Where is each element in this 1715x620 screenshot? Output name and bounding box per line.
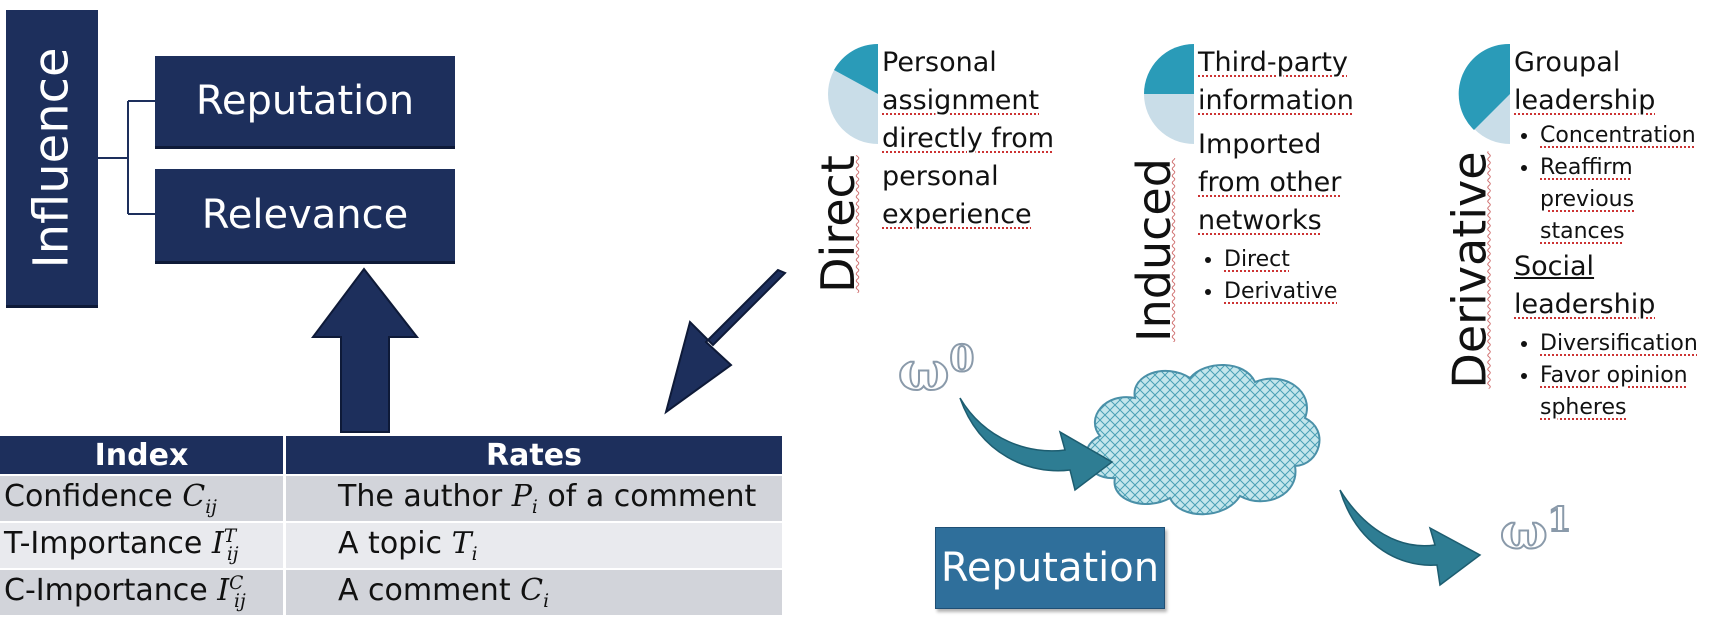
derivative-title2-line: Social <box>1514 251 1595 282</box>
omega-exponent: 0 <box>948 337 975 381</box>
index-symbol: ITij <box>211 526 239 565</box>
index-symbol: ICij <box>217 573 246 612</box>
direct-column: Personal assignment directly from person… <box>882 44 1112 234</box>
reputation-label: Reputation <box>195 78 415 124</box>
induced-title-line: information <box>1198 85 1354 116</box>
induced-bullets: Direct Derivative <box>1198 244 1398 308</box>
rate-cell: A comment Ci <box>283 568 782 615</box>
induced-title-line: Third-party <box>1198 47 1348 78</box>
index-text: T-Importance <box>4 526 212 561</box>
derivative-title-line: leadership <box>1514 85 1656 116</box>
bullet-item: Concentration <box>1540 120 1714 152</box>
induced-line: from other <box>1198 167 1342 198</box>
direct-line: experience <box>882 199 1032 230</box>
omega-exponent: 1 <box>1547 499 1573 541</box>
derivative-column: Groupal leadership Concentration Reaffir… <box>1514 44 1714 424</box>
derivative-bullets-2: Diversification Favor opinion spheres <box>1514 328 1714 424</box>
relevance-label: Relevance <box>201 192 409 238</box>
induced-line: Imported <box>1198 129 1322 160</box>
index-symbol: Cij <box>182 479 217 518</box>
symbol: C <box>520 573 544 608</box>
derivative-pie-icon <box>1458 43 1510 144</box>
subscript: i <box>471 544 478 565</box>
bullet-item: Derivative <box>1224 276 1398 308</box>
derivative-bullets-1: Concentration Reaffirm previous stances <box>1514 120 1714 248</box>
influence-box: Influence <box>6 10 98 308</box>
table-row: T-Importance ITij A topic Ti <box>0 521 782 569</box>
superscript: C <box>229 573 244 594</box>
reputation-box: Reputation <box>155 56 455 149</box>
rate-symbol: Ti <box>451 526 478 565</box>
omega-glyph: ω <box>1499 501 1549 562</box>
symbol: C <box>182 479 206 514</box>
direct-line: assignment <box>882 85 1040 116</box>
rates-table: Index Rates Confidence Cij The author Pi… <box>0 436 782 615</box>
table-header-row: Index Rates <box>0 436 782 475</box>
omega-glyph: ω <box>897 338 950 404</box>
header-index: Index <box>0 436 285 475</box>
index-cell: Confidence Cij <box>0 474 285 522</box>
table-row: C-Importance ICij A comment Ci <box>0 568 782 615</box>
bullet-item: Diversification <box>1540 328 1714 360</box>
omega-1-symbol: ω1 <box>1499 499 1573 562</box>
induced-column: Third-party information Imported from ot… <box>1198 44 1398 308</box>
rate-cell: The author Pi of a comment <box>283 474 782 522</box>
reputation-button: Reputation <box>935 527 1165 609</box>
rate-symbol: Ci <box>520 573 549 612</box>
curved-arrow-in <box>959 397 1114 492</box>
rate-text: A topic <box>338 526 452 561</box>
induced-label: Induced <box>1124 150 1184 350</box>
symbol: P <box>511 479 532 514</box>
omega-0-symbol: ω0 <box>897 337 975 404</box>
subscript: ij <box>205 497 217 518</box>
induced-pie-icon <box>1144 44 1194 144</box>
derivative-title-line: Groupal <box>1514 47 1621 78</box>
direct-label: Direct <box>808 150 868 298</box>
index-text: Confidence <box>4 479 183 514</box>
cloud-shape <box>1084 364 1321 516</box>
index-cell: C-Importance ICij <box>0 568 285 615</box>
table-row: Confidence Cij The author Pi of a commen… <box>0 474 782 522</box>
subscript: i <box>543 591 550 612</box>
rate-text: The author <box>338 479 512 514</box>
reputation-button-label: Reputation <box>940 545 1160 591</box>
bullet-item: Reaffirm previous stances <box>1540 152 1714 248</box>
symbol: T <box>451 526 472 561</box>
bullet-item: Direct <box>1224 244 1398 276</box>
direct-label-text: Direct <box>811 155 866 293</box>
subscript: i <box>531 497 538 518</box>
diagonal-arrow <box>664 268 787 415</box>
bullet-item: Favor opinion spheres <box>1540 360 1714 424</box>
index-cell: T-Importance ITij <box>0 521 285 569</box>
subscript: ij <box>226 544 239 565</box>
superscript: T <box>223 526 237 547</box>
direct-line: directly from <box>882 123 1055 154</box>
induced-label-text: Induced <box>1127 158 1181 342</box>
symbol: I <box>211 526 224 561</box>
derivative-label-text: Derivative <box>1443 151 1498 389</box>
relevance-box: Relevance <box>155 169 455 264</box>
rate-symbol: Pi <box>511 479 538 518</box>
index-text: C-Importance <box>4 573 218 608</box>
rate-cell: A topic Ti <box>283 521 782 569</box>
direct-line: Personal <box>882 47 997 78</box>
rate-text: A comment <box>338 573 521 608</box>
rate-suffix: of a comment <box>537 479 757 514</box>
derivative-label: Derivative <box>1440 150 1500 390</box>
derivative-title2-line: leadership <box>1514 289 1656 320</box>
direct-pie-icon <box>828 43 878 144</box>
induced-line: networks <box>1198 205 1322 236</box>
curved-arrow-out <box>1339 489 1482 587</box>
up-arrow <box>311 267 420 433</box>
subscript: ij <box>234 591 246 612</box>
symbol: I <box>217 573 230 608</box>
direct-line: personal <box>882 161 999 192</box>
header-rates: Rates <box>283 436 782 475</box>
